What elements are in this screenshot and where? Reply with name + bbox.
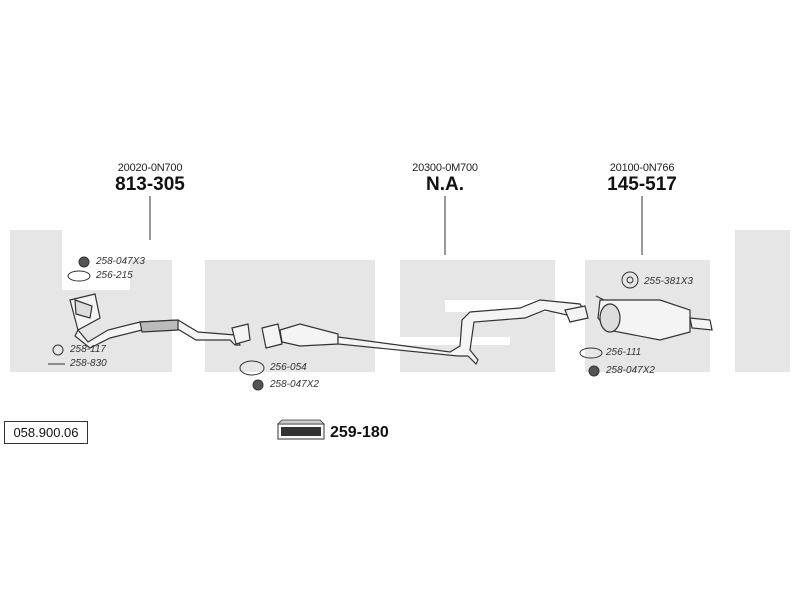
front-pipe xyxy=(69,293,251,349)
part-number-rear[interactable]: 145-517 xyxy=(607,174,677,195)
accessory-icons xyxy=(48,256,639,391)
part-number-front[interactable]: 813-305 xyxy=(115,174,185,195)
mounting-kit-number[interactable]: 259-180 xyxy=(330,424,389,441)
accessory-label[interactable]: 258-830 xyxy=(70,358,107,369)
oe-number-center: 20300-0M700 xyxy=(412,162,478,174)
leader-lines xyxy=(149,196,643,255)
catalog-number: 058.900.06 xyxy=(4,421,88,444)
mounting-kit-logo xyxy=(277,419,325,440)
oe-number-front: 20020-0N700 xyxy=(117,162,183,174)
accessory-label[interactable]: 258-047X3 xyxy=(96,256,145,267)
accessory-label[interactable]: 256-111 xyxy=(606,347,642,358)
accessory-label[interactable]: 255-381X3 xyxy=(644,276,693,287)
center-pipe xyxy=(261,299,589,366)
accessory-label[interactable]: 258-047X2 xyxy=(270,379,319,390)
accessory-label[interactable]: 256-054 xyxy=(270,362,307,373)
accessory-label[interactable]: 256-215 xyxy=(96,270,133,281)
rear-silencer xyxy=(595,295,713,341)
accessory-label[interactable]: 258-047X2 xyxy=(606,365,655,376)
part-number-center: N.A. xyxy=(426,174,464,195)
oe-number-rear: 20100-0N766 xyxy=(609,162,675,174)
accessory-label[interactable]: 258-117 xyxy=(70,344,106,355)
